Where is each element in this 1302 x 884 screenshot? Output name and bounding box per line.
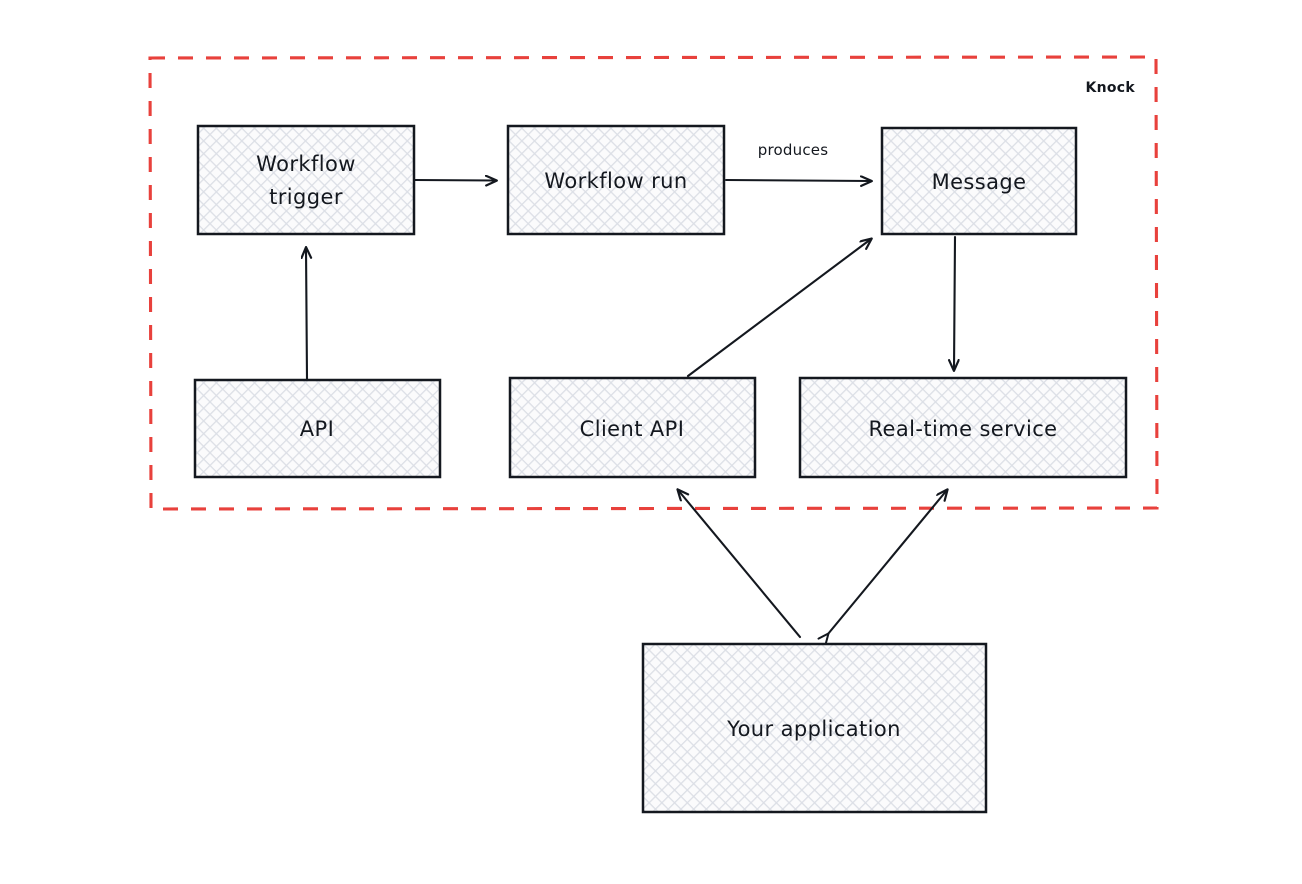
node-workflow-trigger[interactable]: Workflow trigger [196, 124, 416, 236]
node-client-api[interactable]: Client API [508, 376, 757, 479]
node-workflow-trigger-label-line1: Workflow [256, 152, 356, 176]
node-client-api-label: Client API [580, 417, 685, 441]
node-your-application-shape[interactable] [641, 642, 988, 814]
node-layer: Workflow trigger Workflow run Message AP… [193, 124, 1128, 814]
edge-message-to-realtime [954, 235, 955, 370]
knock-zone-label: Knock [1085, 80, 1135, 96]
edge-client-api-to-message [686, 239, 871, 378]
edge-realtime-app [828, 490, 947, 634]
edge-app-to-client-api [678, 490, 802, 639]
edge-trigger-to-run [413, 180, 496, 181]
node-api-label: API [300, 417, 334, 441]
edge-run-to-message: produces [724, 141, 871, 181]
edge-layer: produces [306, 141, 955, 637]
node-your-application[interactable]: Your application [641, 642, 988, 814]
node-client-api-shape[interactable] [508, 376, 757, 479]
node-workflow-run[interactable]: Workflow run [506, 124, 726, 236]
node-api[interactable]: API [193, 378, 442, 479]
node-message-label: Message [932, 170, 1027, 194]
node-real-time-service-label: Real-time service [869, 417, 1058, 441]
node-message-shape[interactable] [880, 126, 1078, 236]
node-workflow-trigger-shape[interactable] [196, 124, 416, 236]
node-workflow-run-shape[interactable] [506, 124, 726, 236]
node-message[interactable]: Message [880, 126, 1078, 236]
edge-label-produces: produces [758, 141, 828, 159]
node-real-time-service[interactable]: Real-time service [798, 376, 1128, 479]
node-real-time-service-shape[interactable] [798, 376, 1128, 479]
edge-api-to-trigger [306, 248, 307, 381]
node-workflow-run-label: Workflow run [544, 169, 687, 193]
node-workflow-trigger-label-line2: trigger [269, 185, 343, 209]
knock-boundary: Knock [148, 55, 1159, 511]
node-your-application-label: Your application [726, 717, 901, 741]
node-api-shape[interactable] [193, 378, 442, 479]
